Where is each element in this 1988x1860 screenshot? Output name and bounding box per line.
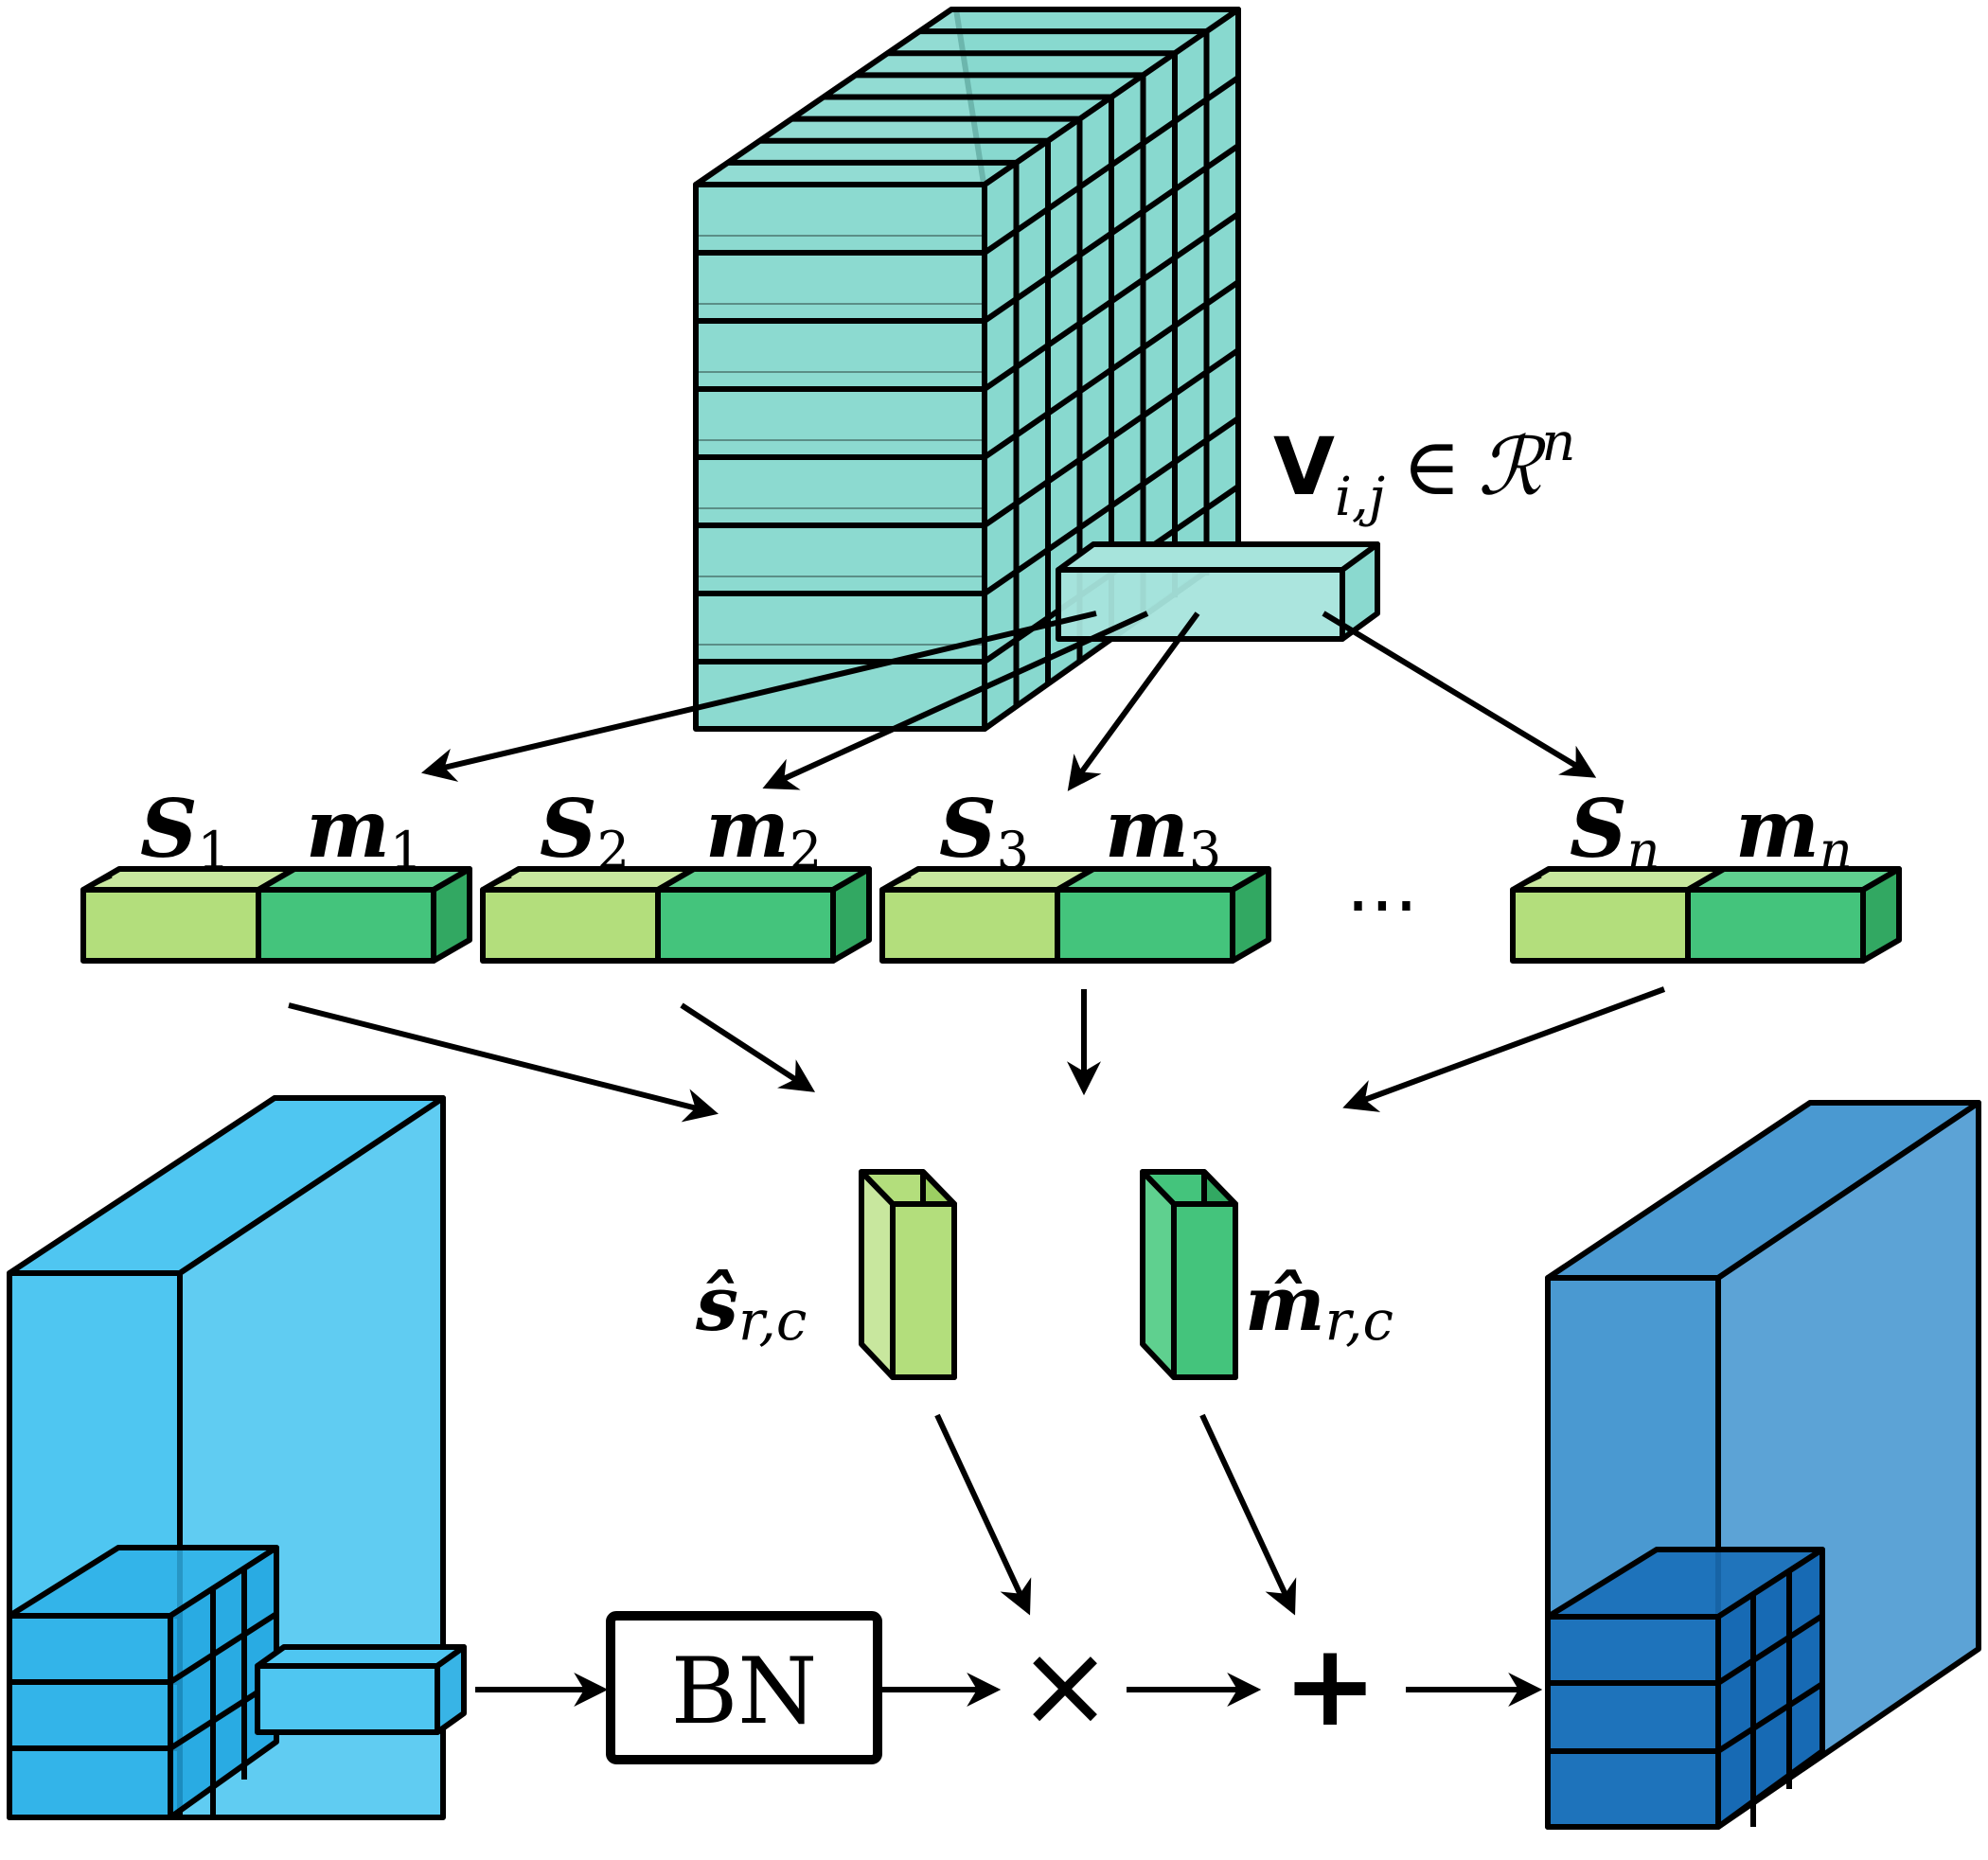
s-symbol: S <box>540 782 597 876</box>
input-tensor-left <box>7 1095 467 1820</box>
m-symbol: m <box>705 782 790 876</box>
m-symbol: m <box>1105 782 1189 876</box>
arrow-from-group-n <box>1342 986 1666 1112</box>
m-box <box>655 887 836 964</box>
input-feature-tensor <box>693 7 1241 732</box>
m-label-3: m3 <box>1105 782 1221 880</box>
arrow-to-group-n <box>1322 611 1597 778</box>
m-hat-vector <box>1140 1169 1238 1380</box>
arrow-to-group-3 <box>1067 611 1200 791</box>
s-box <box>879 887 1060 964</box>
s-hat-label: ŝr,c <box>695 1259 807 1353</box>
tensor-side-row <box>983 211 1240 392</box>
vector-vij <box>1056 541 1380 642</box>
m-box <box>256 887 436 964</box>
m-subscript: 1 <box>390 821 422 880</box>
s-label-3: S3 <box>939 782 1029 880</box>
arrow-to-group-2 <box>762 611 1149 790</box>
arrow-to-group-1 <box>420 611 1097 782</box>
m-label-4: mn <box>1735 782 1853 880</box>
s-subscript: n <box>1627 821 1660 880</box>
arrow-from-group-2 <box>680 1002 816 1092</box>
m-box <box>1685 887 1866 964</box>
arrow-s-hat-to-multiply <box>934 1413 1032 1616</box>
split-arrows <box>420 611 1597 791</box>
s-box <box>80 887 261 964</box>
bn-label: BN <box>671 1639 818 1745</box>
tensor-side-row <box>983 143 1240 324</box>
multiply-symbol: × <box>1018 1621 1113 1752</box>
arrow-m-hat-to-add <box>1199 1413 1297 1616</box>
m-subscript: n <box>1819 821 1853 880</box>
s-box-edge <box>82 875 113 892</box>
m-label-2: m2 <box>705 782 822 880</box>
bn-box <box>606 1611 882 1764</box>
tensor-side-row <box>983 75 1240 256</box>
right-inner-grid <box>1545 1547 1825 1830</box>
split-group-4 <box>1510 866 1902 964</box>
tensor-top-cols <box>727 28 1207 166</box>
s-label-2: S2 <box>540 782 630 880</box>
merge-arrows <box>288 986 1666 1123</box>
s-label-1: S1 <box>140 782 230 880</box>
tensor-front-rows <box>696 235 985 664</box>
s-symbol: S <box>140 782 198 876</box>
s-subscript: 2 <box>597 821 630 880</box>
m-box <box>1055 887 1235 964</box>
s-symbol: S <box>939 782 997 876</box>
s-hat-vector <box>859 1169 957 1380</box>
split-group-2 <box>480 866 872 964</box>
tensor-side-row <box>983 416 1240 596</box>
m-subscript: 3 <box>1189 821 1221 880</box>
split-group-3 <box>879 866 1271 964</box>
bn-block: BN <box>606 1611 882 1764</box>
m-symbol: m <box>1735 782 1819 876</box>
s-subscript: 1 <box>198 821 230 880</box>
left-inner-grid <box>7 1545 279 1820</box>
s-subscript: 3 <box>997 821 1029 880</box>
m-label-1: m1 <box>306 782 422 880</box>
arrow-from-group-1 <box>288 1002 719 1123</box>
split-group-1 <box>80 866 472 964</box>
output-tensor-right <box>1545 1100 1981 1830</box>
s-box-edge <box>482 875 512 892</box>
s-box-edge <box>1512 875 1542 892</box>
tensor-side-row <box>983 279 1240 460</box>
s-box <box>480 887 661 964</box>
vij-label: Vi,j∈ℛn <box>1273 412 1575 528</box>
m-hat-label: m̂r,c <box>1245 1259 1393 1353</box>
m-subscript: 2 <box>790 821 822 880</box>
s-box-edge <box>881 875 912 892</box>
tensor-side-row <box>983 347 1240 528</box>
add-symbol: + <box>1283 1621 1378 1752</box>
s-symbol: S <box>1570 782 1627 876</box>
s-label-4: Sn <box>1570 782 1660 880</box>
s-box <box>1510 887 1691 964</box>
hat-arrows <box>934 1413 1297 1616</box>
ellipsis-label: ··· <box>1346 862 1418 950</box>
m-symbol: m <box>306 782 390 876</box>
